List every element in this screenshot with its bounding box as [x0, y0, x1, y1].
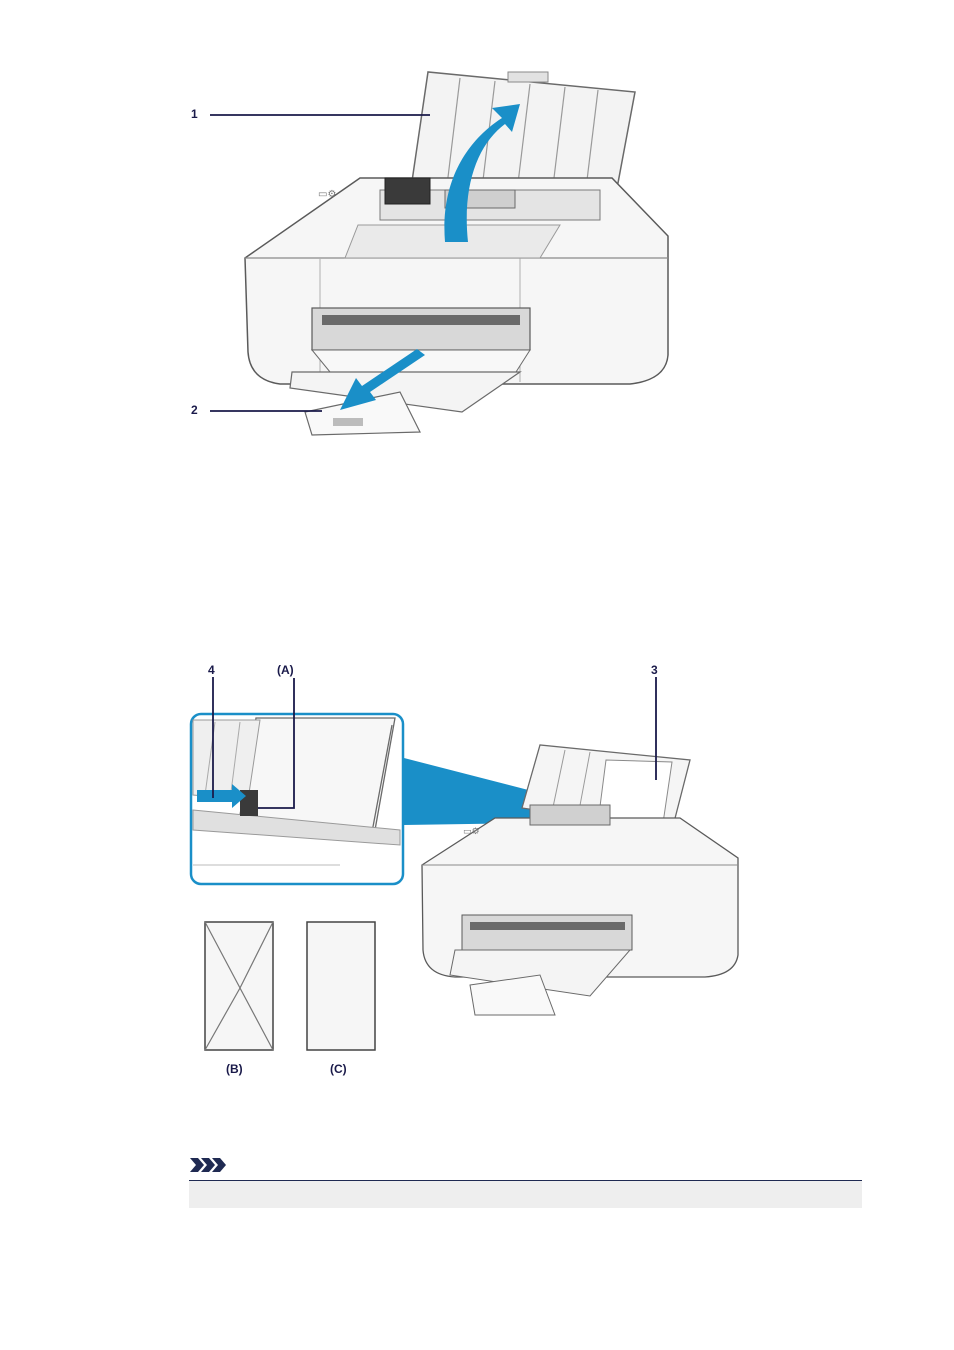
note-body [189, 1181, 862, 1208]
